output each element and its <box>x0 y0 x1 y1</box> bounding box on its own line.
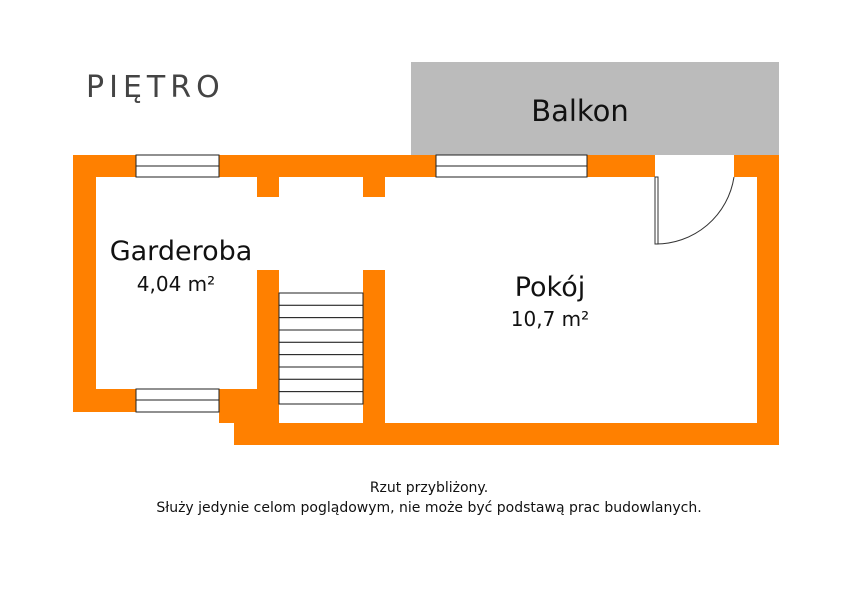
wall-stair-left <box>257 270 279 423</box>
wall-stub-right <box>363 177 385 197</box>
disclaimer-line-2: Służy jedynie celom poglądowym, nie może… <box>156 500 702 516</box>
stair-tread <box>278 304 364 319</box>
room-area-garderoba: 4,04 m² <box>136 272 216 296</box>
wall-bottom <box>234 423 779 445</box>
room-label-garderoba: Garderoba <box>109 236 253 267</box>
stair-tread <box>278 391 364 405</box>
window-garderoba-bottom <box>135 388 220 413</box>
stairs <box>278 292 364 405</box>
stair-tread <box>278 366 364 380</box>
window-pokoj-balcony <box>435 154 588 178</box>
room-label-balkon: Balkon <box>531 94 629 128</box>
wall-corner-block <box>219 389 257 423</box>
stair-tread <box>278 378 364 393</box>
wall-left <box>73 155 96 412</box>
stair-tread <box>278 317 364 331</box>
wall-right <box>757 155 779 445</box>
room-area-pokoj: 10,7 m² <box>510 307 590 331</box>
disclaimer-line-1: Rzut przybliżony. <box>369 480 489 496</box>
window-garderoba-top <box>135 154 220 178</box>
stair-tread <box>278 329 364 343</box>
balcony-area <box>411 62 779 155</box>
wall-stub-left <box>257 177 279 197</box>
balcony-door <box>654 176 735 245</box>
floor-title: PIĘTRO <box>86 70 225 105</box>
stair-tread <box>278 354 364 368</box>
room-label-pokoj: Pokój <box>514 272 586 303</box>
wall-stair-right <box>363 270 385 423</box>
stair-tread <box>278 292 364 306</box>
stair-tread <box>278 341 364 356</box>
